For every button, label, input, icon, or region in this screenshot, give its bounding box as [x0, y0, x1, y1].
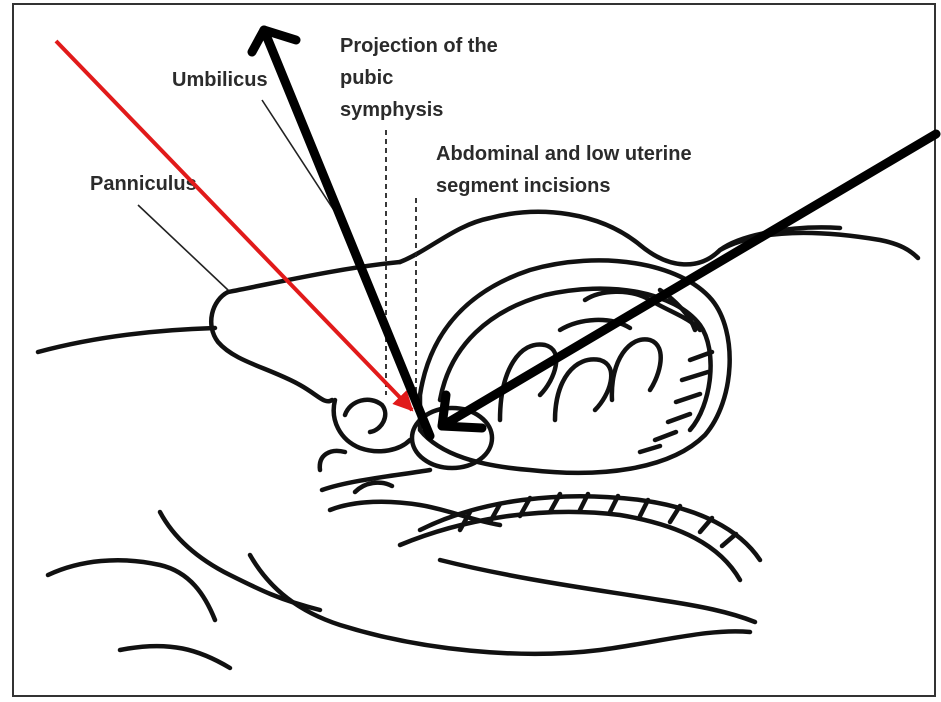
- projection-label-line-1: Projection of the: [340, 35, 498, 57]
- incisions-label-line-2: segment incisions: [436, 175, 611, 197]
- incisions-label-line-1: Abdominal and low uterine: [436, 143, 692, 165]
- figure-frame: [13, 4, 935, 696]
- umbilicus-label: Umbilicus: [172, 69, 268, 91]
- projection-label-line-2: pubic: [340, 67, 393, 89]
- panniculus-leader-line: [138, 205, 228, 290]
- projection-label-line-3: symphysis: [340, 99, 443, 121]
- panniculus-label: Panniculus: [90, 173, 197, 195]
- anatomy-line-art: [38, 212, 918, 668]
